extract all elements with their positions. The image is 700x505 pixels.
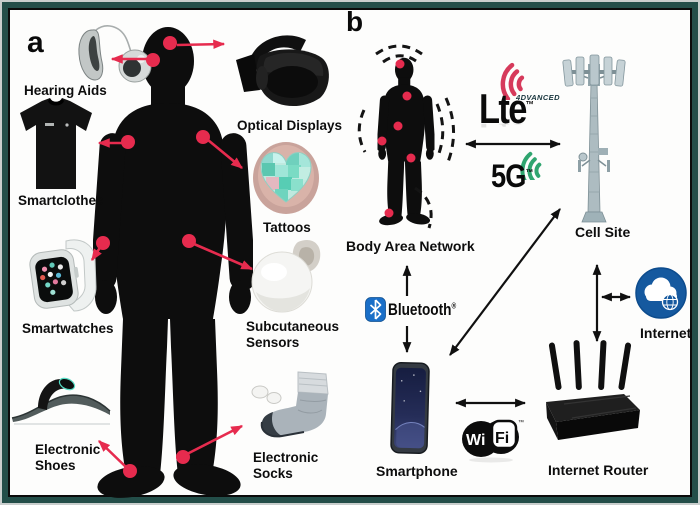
svg-text:Fi: Fi	[495, 430, 509, 447]
electronic-shoes-label: Electronic Shoes	[35, 442, 101, 473]
electronic-shoe-image	[11, 377, 111, 425]
smartwatch-image	[29, 239, 97, 312]
smartwatches-label: Smartwatches	[22, 321, 114, 336]
lte-logo-reflection: Lte	[479, 124, 526, 130]
electronic-sock-image	[251, 371, 329, 438]
subcutaneous-sensor-image	[251, 239, 321, 313]
smartclothes-label: Smartclothes	[18, 193, 104, 208]
five-g-signal-arcs-icon	[520, 151, 542, 180]
internet-cloud-icon	[635, 267, 687, 319]
lte-signal-arcs-icon	[500, 62, 525, 100]
tattoo-image	[253, 142, 319, 214]
subcutaneous-sensors-label: Subcutaneous Sensors	[246, 319, 340, 350]
smartclothes-image	[20, 98, 92, 189]
hearing-aids-image	[78, 25, 152, 83]
ban-silhouette-image	[366, 57, 446, 227]
router-image	[546, 340, 640, 440]
optical-displays-label: Optical Displays	[237, 118, 343, 133]
internet-label: Internet	[640, 325, 692, 341]
wifi-logo: Wi Fi ™	[462, 419, 524, 463]
svg-text:Wi: Wi	[466, 432, 485, 449]
body-area-network-label: Body Area Network	[346, 238, 475, 254]
internet-router-label: Internet Router	[548, 462, 649, 478]
cell-tower-image	[562, 54, 626, 223]
five-g-logo: 5G™	[491, 158, 534, 194]
bluetooth-icon	[365, 297, 386, 322]
lte-advanced-label: 4DVANCED	[516, 93, 560, 102]
bluetooth-label: Bluetooth®	[388, 300, 457, 319]
smartphone-image	[390, 362, 430, 454]
lte-logo: Lte™	[479, 85, 534, 132]
body-silhouette-image	[93, 25, 253, 503]
svg-text:™: ™	[518, 419, 524, 426]
cell-site-label: Cell Site	[575, 224, 631, 240]
vr-headset-image	[236, 35, 329, 107]
smartphone-label: Smartphone	[376, 463, 458, 479]
panel-a-label: a	[27, 26, 44, 59]
panel-b-label: b	[346, 6, 364, 37]
electronic-socks-label: Electronic Socks	[253, 450, 319, 481]
tattoos-label: Tattoos	[263, 220, 311, 235]
hearing-aids-label: Hearing Aids	[24, 83, 107, 98]
